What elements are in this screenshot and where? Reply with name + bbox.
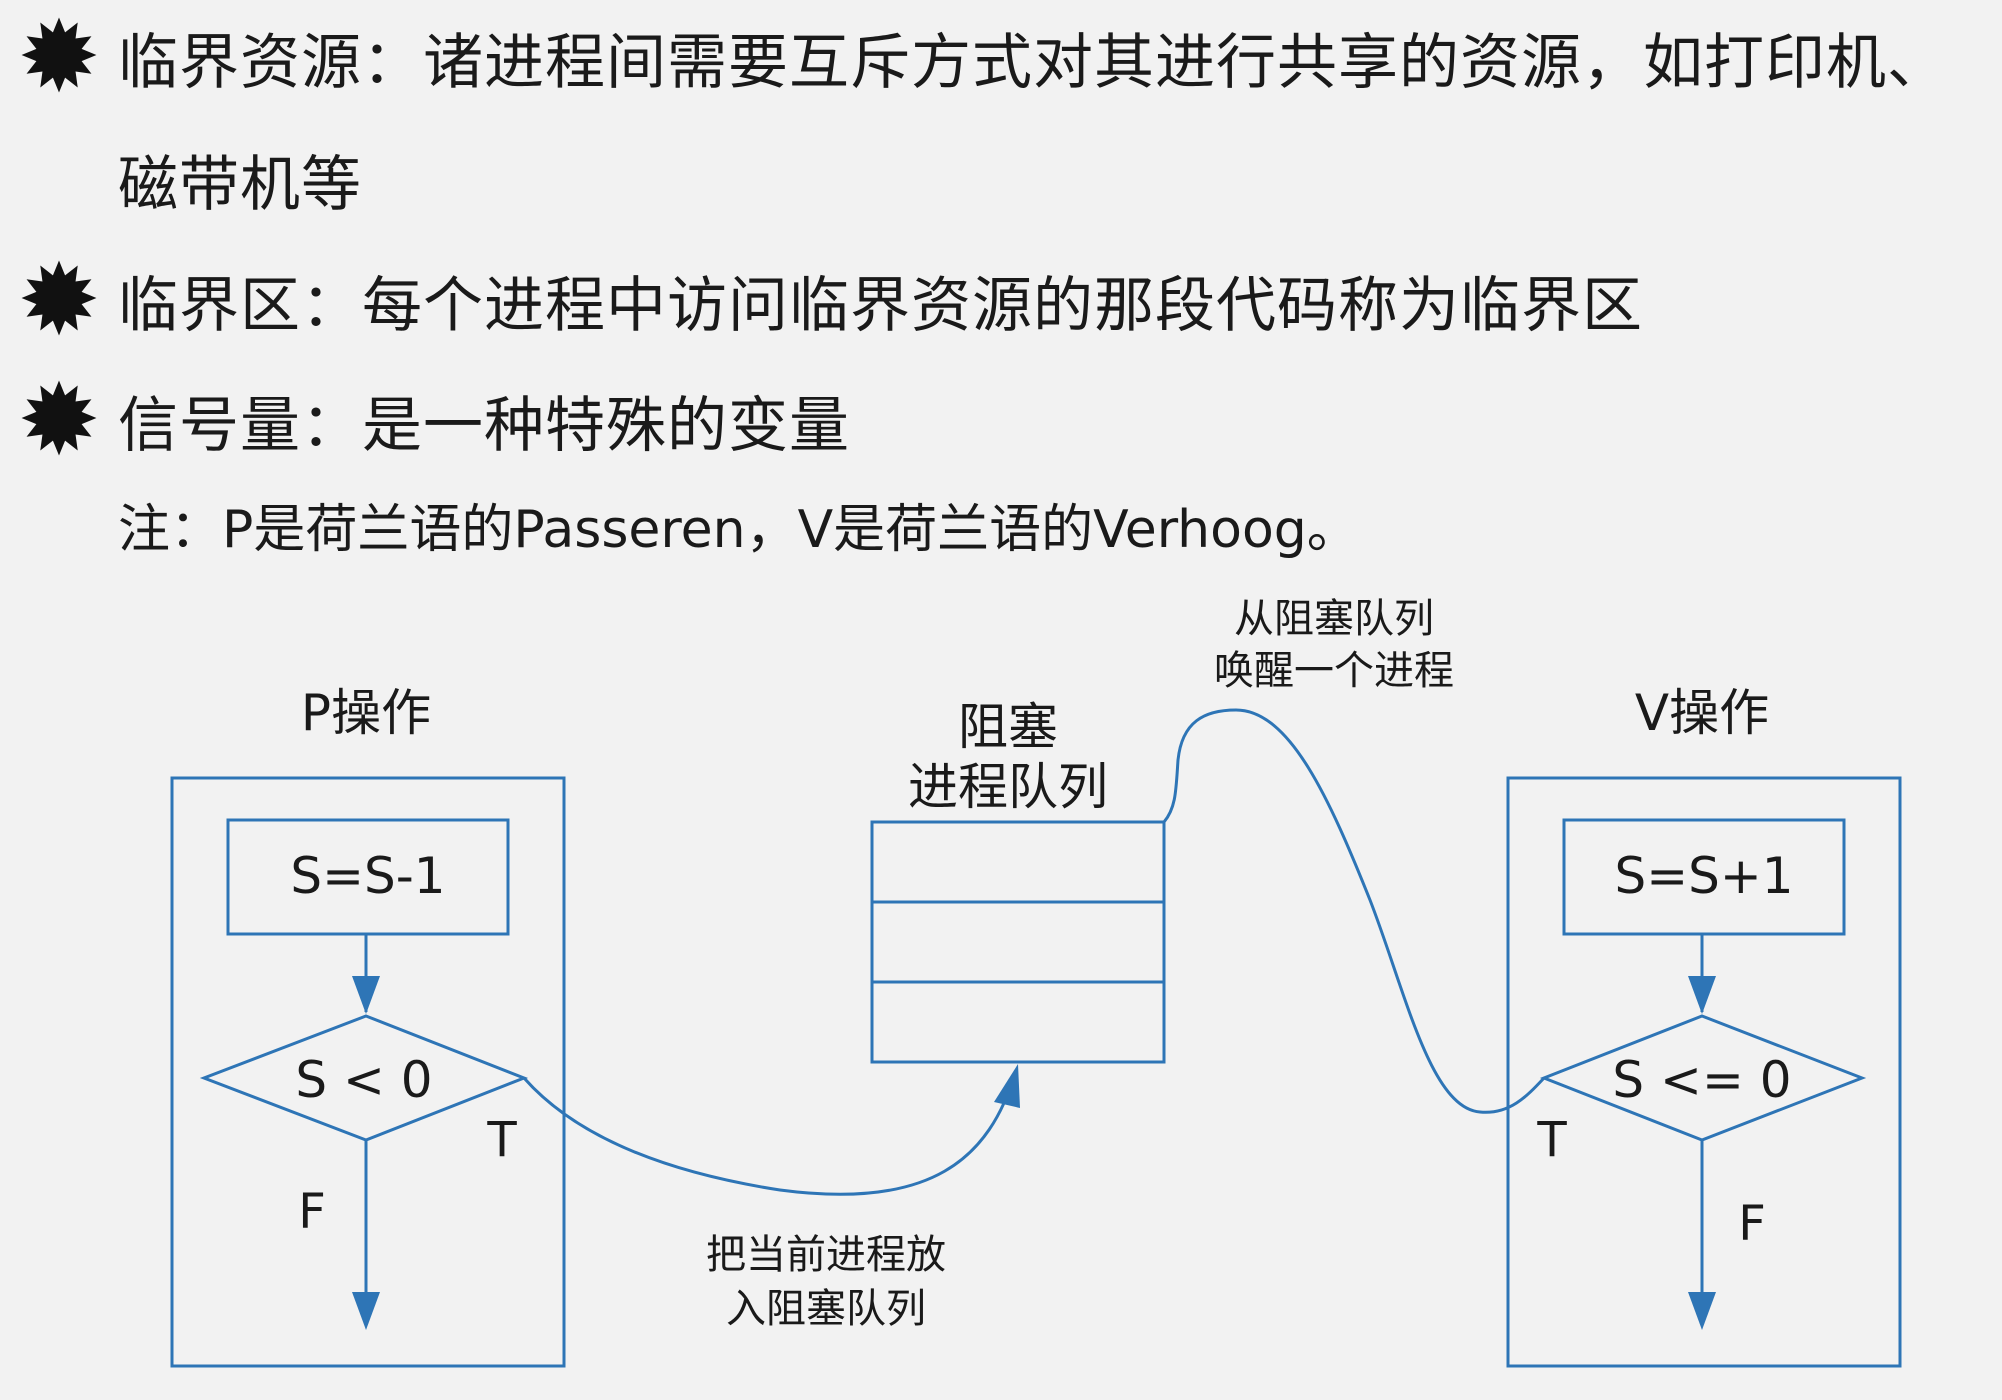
bullet-semaphore: 信号量：是一种特殊的变量	[20, 365, 1968, 487]
wakeup-label-line2: 唤醒一个进程	[1214, 648, 1454, 694]
p-operation-box	[170, 776, 566, 1368]
queue-slot	[870, 820, 1166, 904]
queue-title-line2: 进程队列	[908, 758, 1108, 816]
bullet-critical-resource: 临界资源：诸进程间需要互斥方式对其进行共享的资源，如打印机、磁带机等	[20, 2, 1968, 246]
v-false-label: F	[1738, 1196, 1766, 1252]
bullet-text: 信号量：是一种特殊的变量	[118, 391, 850, 461]
p-step-box	[226, 818, 510, 936]
p-false-label: F	[298, 1184, 326, 1240]
bullet-critical-section: 临界区：每个进程中访问临界资源的那段代码称为临界区	[20, 245, 1968, 367]
p-step-label: S=S-1	[290, 847, 445, 905]
queue-slot	[870, 980, 1166, 1064]
wakeup-label-line1: 从阻塞队列	[1234, 596, 1434, 642]
p-operation-title: P操作	[301, 684, 431, 742]
bullet-text: 临界资源：诸进程间需要互斥方式对其进行共享的资源，如打印机、磁带机等	[118, 28, 1948, 220]
v-true-label: T	[1536, 1112, 1567, 1168]
enqueue-label-line2: 入阻塞队列	[726, 1286, 926, 1332]
v-operation-title: V操作	[1635, 684, 1769, 742]
v-step-box	[1562, 818, 1846, 936]
queue-title-line1: 阻塞	[958, 698, 1058, 756]
enqueue-label-line1: 把当前进程放	[706, 1232, 946, 1278]
v-step-label: S=S+1	[1614, 847, 1793, 905]
enqueue-connector	[522, 1069, 1018, 1196]
bullet-text: 临界区：每个进程中访问临界资源的那段代码称为临界区	[118, 271, 1643, 341]
wakeup-connector	[1162, 708, 1546, 1114]
star-bullet-icon	[21, 260, 97, 336]
queue-slot	[870, 900, 1166, 984]
star-bullet-icon	[21, 17, 97, 93]
arrowhead	[1688, 976, 1716, 1014]
arrowhead	[352, 1292, 380, 1330]
arrowhead	[352, 976, 380, 1014]
note-text: 注：P是荷兰语的Passeren，V是荷兰语的Verhoog。	[118, 500, 1359, 560]
arrowhead	[1688, 1292, 1716, 1330]
arrowhead	[994, 1064, 1020, 1108]
p-true-label: T	[486, 1112, 517, 1168]
star-bullet-icon	[21, 380, 97, 456]
v-operation-box	[1506, 776, 1902, 1368]
p-condition-label: S < 0	[295, 1051, 432, 1109]
v-condition-label: S <= 0	[1612, 1051, 1791, 1109]
